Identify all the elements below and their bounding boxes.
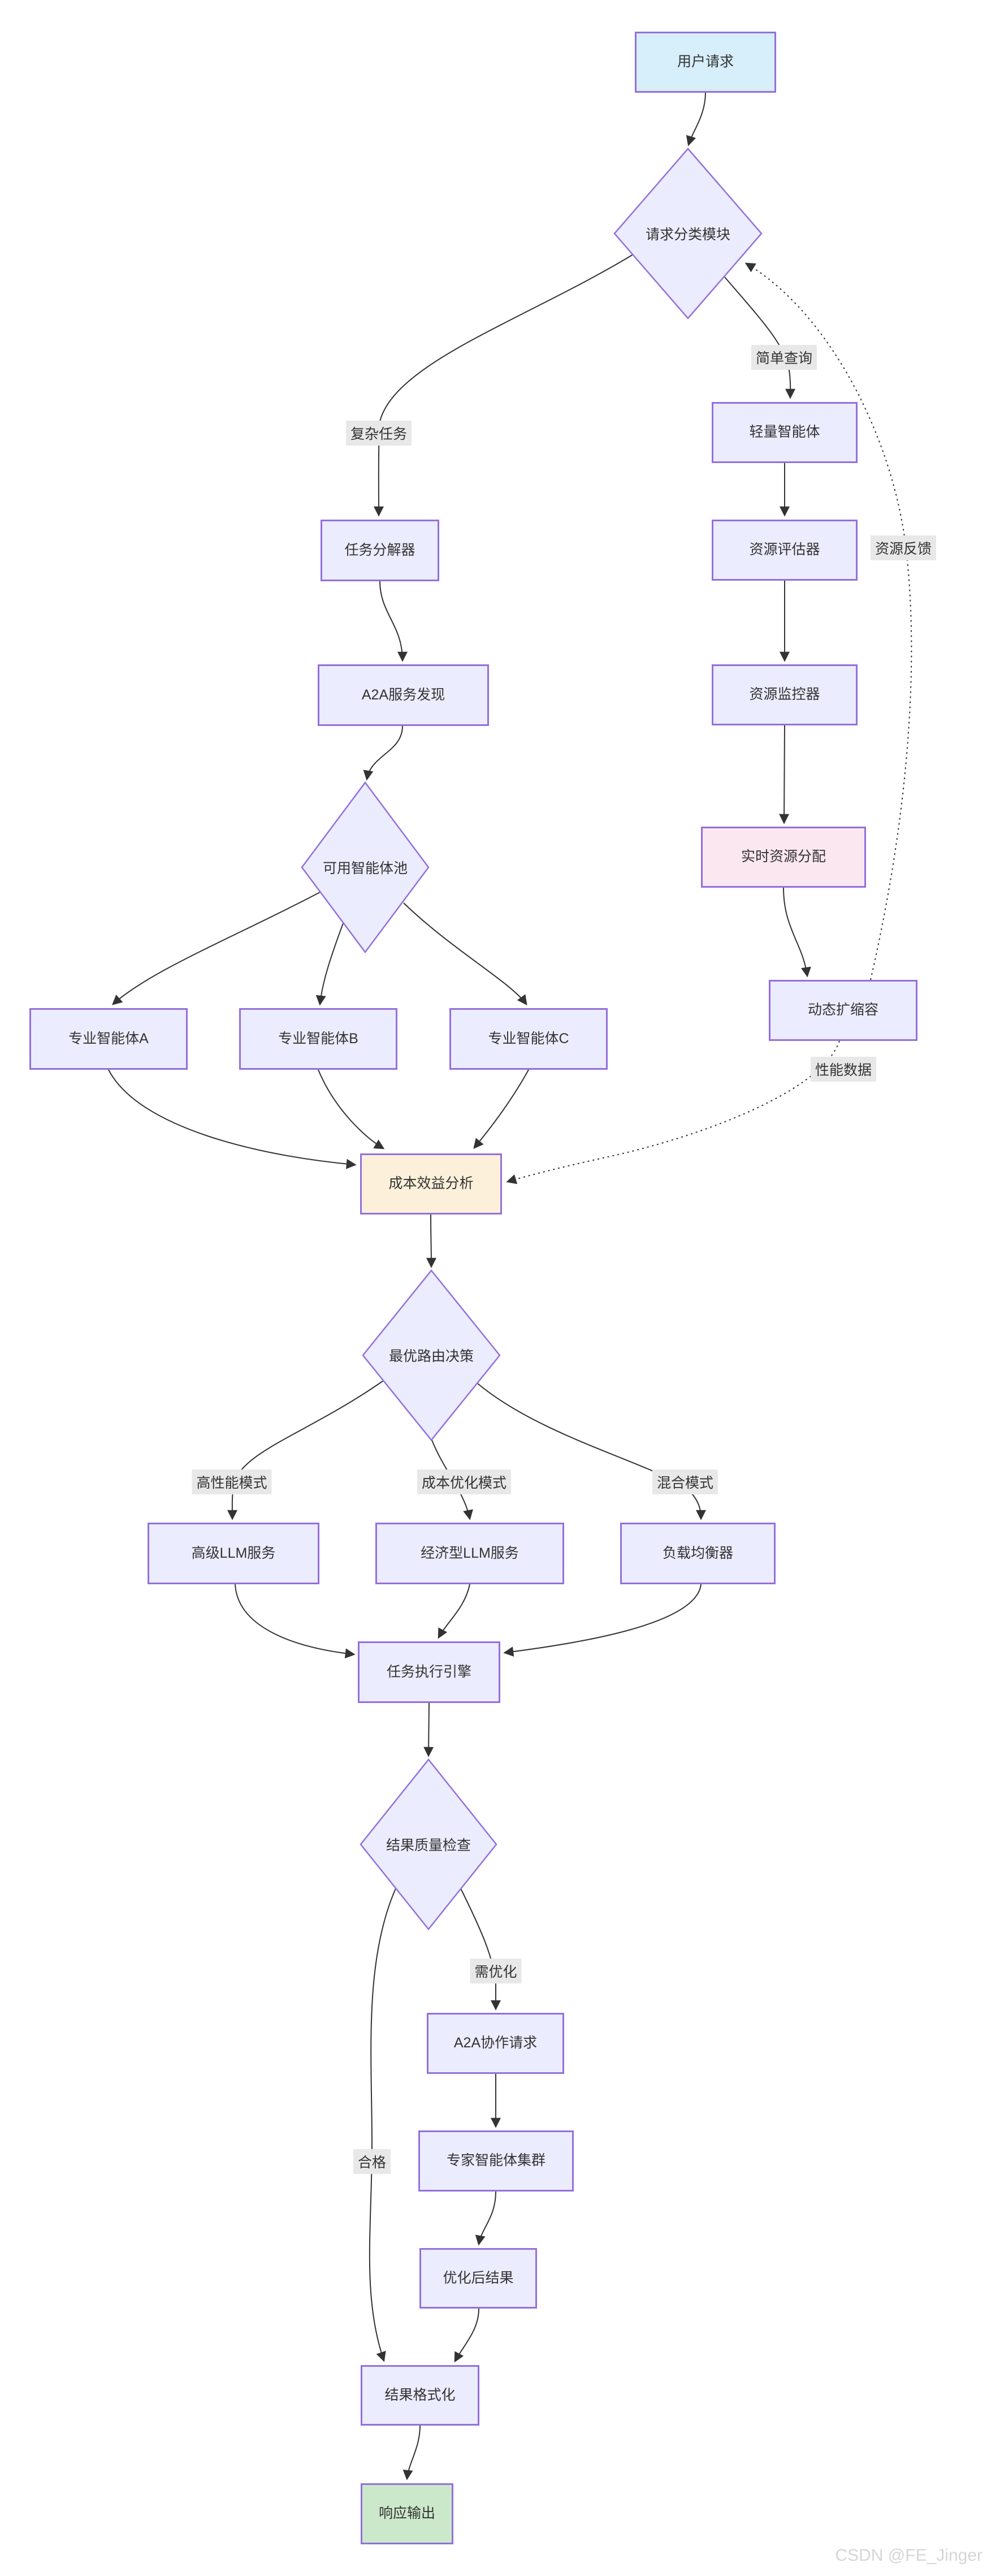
edge-agent-b-to-costbenefit [318, 1069, 385, 1149]
edge-scaling-to-costbenefit-perfdata [506, 1040, 840, 1185]
decision-quality-check-shape [360, 1758, 497, 1931]
edge-premium-to-engine [235, 1584, 356, 1659]
edge-engine-to-quality [423, 1702, 434, 1757]
decision-quality-check-label: 结果质量检查 [386, 1838, 471, 1853]
node-result-format: 结果格式化 [361, 2365, 479, 2426]
edge-label-simple-query: 简单查询 [751, 345, 817, 370]
edge-economy-to-engine [438, 1584, 470, 1639]
decision-routing-label: 最优路由决策 [388, 1348, 474, 1364]
edge-quality-to-format-qualified [369, 1888, 396, 2362]
node-cost-benefit: 成本效益分析 [360, 1153, 502, 1214]
node-user-request: 用户请求 [635, 32, 776, 93]
edge-discovery-to-pool [363, 725, 403, 781]
node-agent-b: 专业智能体B [239, 1008, 397, 1070]
node-expert-cluster: 专家智能体集群 [418, 2130, 574, 2192]
node-task-decomposer: 任务分解器 [321, 520, 439, 581]
edge-agent-a-to-costbenefit [108, 1069, 357, 1169]
edge-classifier-to-lightweight [724, 276, 796, 399]
decision-agent-pool-label: 可用智能体池 [322, 861, 408, 876]
edge-balancer-to-engine [503, 1584, 702, 1657]
edge-label-hybrid-mode: 混合模式 [652, 1469, 718, 1494]
node-a2a-collab: A2A协作请求 [427, 2013, 564, 2074]
node-resource-monitor: 资源监控器 [712, 664, 858, 725]
edge-label-performance-data: 性能数据 [810, 1057, 877, 1082]
edge-classifier-to-decomposer [373, 254, 634, 517]
node-response-output: 响应输出 [361, 2483, 453, 2544]
node-premium-llm: 高级LLM服务 [148, 1523, 319, 1584]
node-optimized-result: 优化后结果 [419, 2248, 537, 2309]
edge-decomposer-to-discovery [379, 581, 408, 662]
edge-routing-to-premium [227, 1380, 384, 1520]
edge-pool-to-agent-a [111, 892, 321, 1005]
edge-quality-to-collab [460, 1888, 501, 2011]
edge-label-qualified: 合格 [353, 2149, 391, 2174]
node-dynamic-scaling: 动态扩缩容 [769, 980, 917, 1041]
node-load-balancer: 负载均衡器 [620, 1523, 776, 1584]
node-realtime-alloc: 实时资源分配 [701, 827, 866, 888]
edge-agent-c-to-costbenefit [473, 1069, 529, 1149]
edge-pool-to-agent-c [403, 902, 527, 1006]
edge-label-high-performance: 高性能模式 [192, 1469, 272, 1494]
decision-request-classifier-shape [613, 148, 763, 319]
edge-optimized-to-format [454, 2308, 479, 2363]
edge-label-resource-feedback: 资源反馈 [870, 535, 937, 560]
node-agent-c: 专业智能体C [449, 1008, 608, 1070]
node-agent-a: 专业智能体A [29, 1008, 188, 1070]
node-economy-llm: 经济型LLM服务 [375, 1523, 564, 1584]
decision-request-classifier-label: 请求分类模块 [645, 227, 731, 243]
edge-label-cost-optimized: 成本优化模式 [417, 1469, 512, 1494]
node-lightweight-agent: 轻量智能体 [712, 402, 858, 463]
watermark-text: CSDN @FE_Jinger [835, 2546, 982, 2565]
decision-agent-pool-shape [301, 781, 430, 954]
node-a2a-discovery: A2A服务发现 [318, 664, 489, 726]
node-exec-engine: 任务执行引擎 [358, 1641, 500, 1703]
edge-pool-to-agent-b [315, 923, 344, 1006]
edge-label-complex-task: 复杂任务 [345, 421, 412, 446]
edge-monitor-to-alloc [779, 725, 790, 824]
edge-routing-to-balancer [477, 1383, 706, 1520]
decision-routing-shape [362, 1269, 501, 1441]
edge-cluster-to-optimized [475, 2191, 496, 2246]
node-resource-evaluator: 资源评估器 [712, 520, 858, 581]
edge-format-to-output [402, 2425, 421, 2480]
edge-alloc-to-scaling [783, 887, 811, 978]
edge-label-needs-optimization: 需优化 [470, 1959, 522, 1983]
edge-user-to-classifier [686, 92, 706, 146]
